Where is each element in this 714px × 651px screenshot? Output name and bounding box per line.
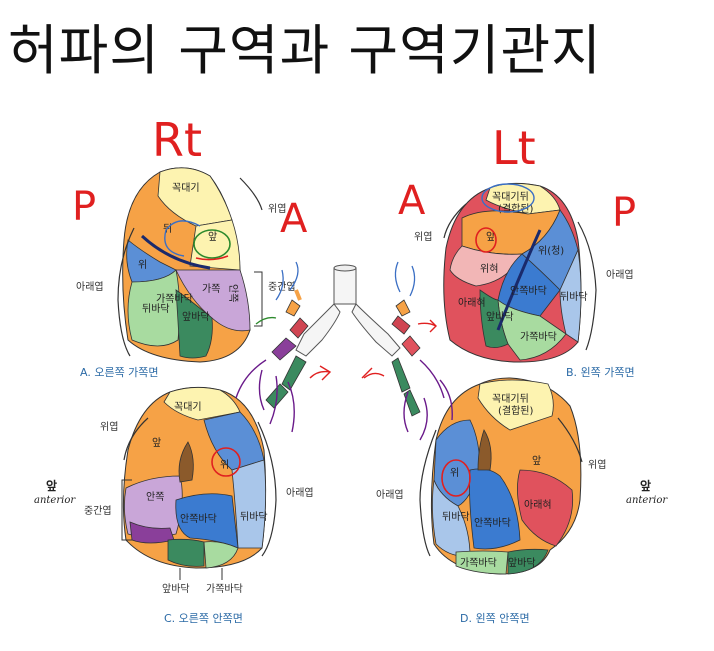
seg-apical-c: 꼭대기 [174,401,202,413]
anterior-label-left-en: anterior [34,495,76,506]
anterior-label-right-ko: 앞 [640,479,651,493]
lobe-upper-d: 위엽 [588,458,606,471]
caption-c: C. 오른쪽 안쪽면 [164,612,243,625]
caption-b: B. 왼쪽 가쪽면 [566,365,635,379]
anterior-label-right-en: anterior [626,495,668,506]
seg-lateral-basal-d: 가쪽바닥 [460,557,497,569]
seg-lateral-basal-b: 가쪽바닥 [520,331,557,343]
seg-medial-basal-d: 안쪽바닥 [474,517,511,529]
page-title: 허파의 구역과 구역기관지 [8,19,602,82]
annotation-lt: Lt [492,121,536,175]
seg-anterior-a: 앞 [208,231,217,243]
bronchial-tree [265,264,421,417]
seg-lingula-b: 위혀 [480,262,498,275]
seg-anterior-b: 앞 [486,231,495,243]
right-lateral-lung: 꼭대기 뒤 앞 위 가쪽 안쪽 뒤바닥 가쪽바닥 앞바닥 위엽 아래엽 중간엽 … [76,167,296,379]
seg-combined-b: (결합된) [498,203,534,215]
seg-apicoposterior-b: 꼭대기뒤 [492,191,529,203]
seg-lateral-basal-c: 가쪽바닥 [206,583,243,595]
seg-lateral-a: 가쪽 [202,283,220,295]
lobe-upper-b: 위엽 [414,230,432,243]
seg-combined-d: (결합된) [498,405,534,417]
seg-anterior-basal-c: 앞바닥 [162,583,190,595]
seg-posterior-basal-a: 뒤바닥 [142,303,170,315]
seg-anterior-basal-a: 앞바닥 [182,311,210,323]
annotation-a-left: A [280,196,308,242]
seg-inferior-lingula-b: 아래혀 [458,297,486,309]
lobe-lower-c: 아래엽 [286,487,314,499]
caption-a: A. 오른쪽 가쪽면 [80,366,159,379]
lobe-upper-a: 위엽 [268,202,286,215]
seg-superior-left-b: 위(청) [538,244,564,257]
annotation-a-right: A [398,178,426,224]
seg-anterior-basal-b: 앞바닥 [486,311,514,323]
annotation-p-left: P [72,184,96,230]
seg-medial-a: 안쪽 [227,284,239,302]
seg-superior-d: 위 [450,466,459,479]
lobe-middle-c: 중간엽 [84,505,112,517]
seg-superior-a: 위 [138,258,147,271]
seg-apical-a: 꼭대기 [172,182,200,194]
seg-inferior-lingula-d: 아래혀 [524,499,552,511]
annotation-rt: Rt [152,113,202,167]
left-lateral-lung: 꼭대기뒤 (결합된) 앞 위(청) 위혀 아래혀 안쪽바닥 뒤바닥 가쪽바닥 앞… [414,182,635,379]
lobe-lower-a: 아래엽 [76,281,104,293]
seg-posterior-basal-d: 뒤바닥 [442,511,470,523]
seg-medial-basal-c: 안쪽바닥 [180,513,217,525]
left-medial-lung: 꼭대기뒤 (결합된) 앞 위 아래혀 안쪽바닥 뒤바닥 가쪽바닥 앞바닥 위엽 … [376,377,668,625]
seg-anterior-basal-d: 앞바닥 [508,557,536,569]
seg-anterior-c: 앞 [152,437,161,449]
annotation-p-right: P [612,190,636,236]
anterior-label-left-ko: 앞 [46,479,57,493]
lobe-lower-b: 아래엽 [606,269,634,281]
seg-lateral-basal-a: 가쪽바닥 [156,293,193,305]
lobe-upper-c: 위엽 [100,420,118,433]
seg-medial-basal-b: 안쪽바닥 [510,285,547,297]
lobe-lower-d: 아래엽 [376,489,404,501]
seg-medial-c: 안쪽 [146,491,164,503]
seg-superior-c: 위 [220,458,229,471]
seg-anterior-d: 앞 [532,455,541,467]
right-medial-lung: 꼭대기 앞 위 안쪽 안쪽바닥 뒤바닥 앞바닥 가쪽바닥 위엽 중간엽 아래엽 … [34,386,314,625]
handwritten-annotations: Rt Lt P A A P [72,113,636,497]
seg-posterior-basal-c: 뒤바닥 [240,511,268,523]
seg-apicoposterior-d: 꼭대기뒤 [492,393,529,405]
seg-posterior-basal-b: 뒤바닥 [560,291,588,303]
caption-d: D. 왼쪽 안쪽면 [460,611,530,625]
